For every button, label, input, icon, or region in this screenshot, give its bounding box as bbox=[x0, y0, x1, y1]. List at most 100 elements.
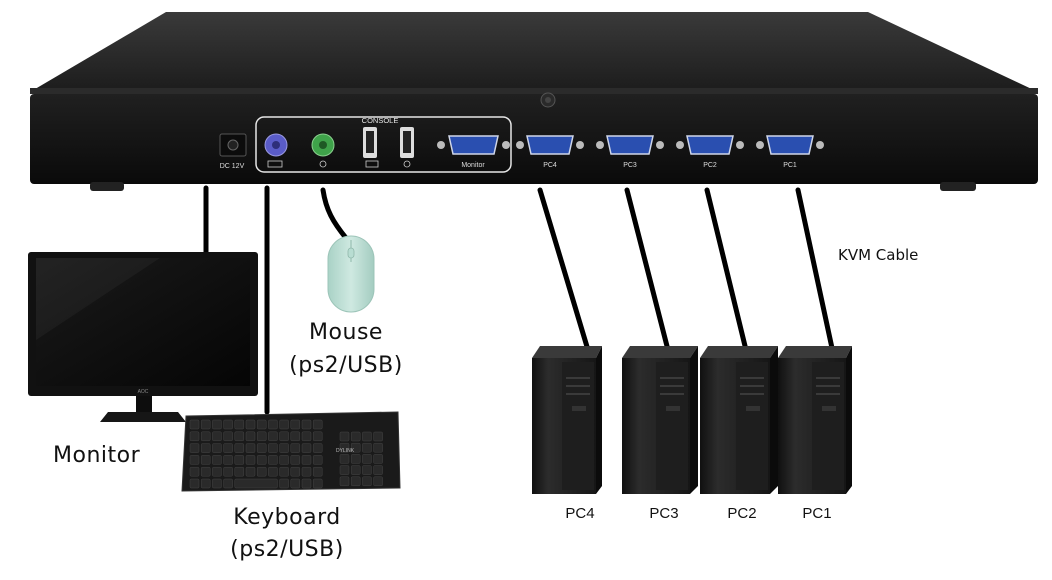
vga-port-pc2 bbox=[676, 135, 744, 155]
keyboard-key bbox=[200, 419, 211, 430]
keyboard-key bbox=[312, 455, 323, 465]
pc3-port-label: PC3 bbox=[623, 162, 637, 169]
keyboard-key bbox=[234, 478, 278, 489]
keyboard-key bbox=[212, 419, 222, 430]
pc-tower-pc2 bbox=[700, 346, 778, 494]
keyboard-key bbox=[212, 431, 222, 442]
kvm-cable-pc3 bbox=[624, 187, 671, 353]
keyboard-key bbox=[189, 419, 200, 430]
keyboard-key bbox=[301, 431, 312, 442]
keyboard-key bbox=[268, 443, 278, 453]
keyboard-key bbox=[189, 478, 200, 489]
keyboard-key bbox=[223, 466, 233, 477]
keyboard-numpad-key bbox=[373, 476, 383, 487]
pc4-port-label: PC4 bbox=[543, 162, 557, 169]
mouse-interface-label: (ps2/USB) bbox=[289, 353, 403, 378]
keyboard-key bbox=[245, 419, 256, 430]
keyboard-key bbox=[223, 419, 233, 430]
keyboard-key bbox=[279, 478, 289, 489]
pc2-port-label: PC2 bbox=[703, 162, 717, 169]
pc2-label: PC2 bbox=[727, 505, 757, 522]
keyboard-numpad-key bbox=[350, 454, 361, 464]
pc1-label: PC1 bbox=[802, 505, 832, 522]
keyboard-key bbox=[312, 431, 323, 442]
keyboard-numpad-key bbox=[350, 442, 361, 453]
keyboard-numpad-key bbox=[373, 465, 383, 475]
usb-mouse-port bbox=[400, 127, 414, 168]
keyboard-label: Keyboard bbox=[233, 505, 341, 530]
keyboard-numpad-key bbox=[339, 476, 350, 487]
keyboard-key bbox=[200, 478, 211, 489]
usb-keyboard-port bbox=[363, 127, 379, 168]
monitor-brand-logo: AOC bbox=[138, 389, 149, 395]
keyboard-key bbox=[256, 455, 267, 465]
keyboard-key bbox=[189, 455, 200, 465]
pc3-label: PC3 bbox=[649, 505, 679, 522]
keyboard-key bbox=[290, 478, 301, 489]
kvm-cable-pc2 bbox=[704, 187, 749, 353]
keyboard-interface-label: (ps2/USB) bbox=[230, 537, 344, 562]
keyboard-key bbox=[290, 455, 301, 465]
ps2-mouse-port bbox=[311, 133, 335, 168]
keyboard-key bbox=[189, 466, 200, 477]
mouse-device bbox=[327, 235, 375, 313]
keyboard-numpad-key bbox=[339, 465, 350, 475]
keyboard-numpad-key bbox=[362, 442, 372, 453]
keyboard-key bbox=[245, 455, 256, 465]
pc-tower-pc4 bbox=[532, 346, 602, 494]
ps2-keyboard-port bbox=[264, 133, 288, 168]
keyboard-key bbox=[212, 443, 222, 453]
cables bbox=[203, 185, 835, 415]
keyboard-key bbox=[290, 419, 301, 430]
keyboard-key bbox=[268, 466, 278, 477]
kvm-cable-pc4 bbox=[537, 187, 591, 353]
kvm-cable-label: KVM Cable bbox=[838, 246, 919, 264]
keyboard-key bbox=[279, 443, 289, 453]
vga-port-monitor bbox=[437, 135, 510, 155]
keyboard-numpad-key bbox=[373, 442, 383, 453]
monitor-device: AOC bbox=[28, 252, 258, 422]
keyboard-numpad-key bbox=[339, 454, 350, 464]
monitor-label: Monitor bbox=[53, 443, 141, 468]
keyboard-device: DYLINK bbox=[181, 411, 401, 492]
pc-tower-pc3 bbox=[622, 346, 698, 494]
keyboard-numpad-key bbox=[362, 465, 372, 475]
keyboard-keys bbox=[189, 419, 383, 489]
mouse-label: Mouse bbox=[309, 320, 383, 345]
keyboard-numpad-key bbox=[339, 442, 350, 453]
keyboard-key bbox=[200, 466, 211, 477]
keyboard-numpad-key bbox=[350, 465, 361, 475]
vga-port-pc4 bbox=[516, 135, 584, 155]
keyboard-numpad-key bbox=[373, 454, 383, 464]
keyboard-key bbox=[290, 431, 301, 442]
keyboard-numpad-key bbox=[362, 431, 372, 442]
console-port-group bbox=[255, 116, 512, 173]
keyboard-key bbox=[212, 455, 222, 465]
keyboard-key bbox=[279, 466, 289, 477]
keyboard-key bbox=[312, 419, 323, 430]
keyboard-key bbox=[290, 466, 301, 477]
keyboard-key bbox=[245, 431, 256, 442]
keyboard-key bbox=[301, 478, 312, 489]
keyboard-key bbox=[200, 443, 211, 453]
keyboard-key bbox=[279, 431, 289, 442]
keyboard-key bbox=[268, 419, 278, 430]
dc-power-jack bbox=[219, 133, 247, 157]
keyboard-numpad-key bbox=[339, 431, 350, 442]
pc1-port-label: PC1 bbox=[783, 162, 797, 169]
dc-label: DC 12V bbox=[220, 163, 245, 170]
keyboard-key bbox=[234, 455, 245, 465]
keyboard-key bbox=[234, 443, 245, 453]
keyboard-numpad-key bbox=[362, 476, 372, 487]
keyboard-key bbox=[256, 419, 267, 430]
console-label: CONSOLE bbox=[362, 116, 399, 125]
keyboard-key bbox=[268, 431, 278, 442]
keyboard-key bbox=[200, 455, 211, 465]
keyboard-key bbox=[223, 431, 233, 442]
keyboard-key bbox=[279, 455, 289, 465]
keyboard-numpad-key bbox=[350, 431, 361, 442]
monitor-port-label: Monitor bbox=[461, 162, 485, 169]
keyboard-key bbox=[256, 466, 267, 477]
keyboard-key bbox=[279, 419, 289, 430]
